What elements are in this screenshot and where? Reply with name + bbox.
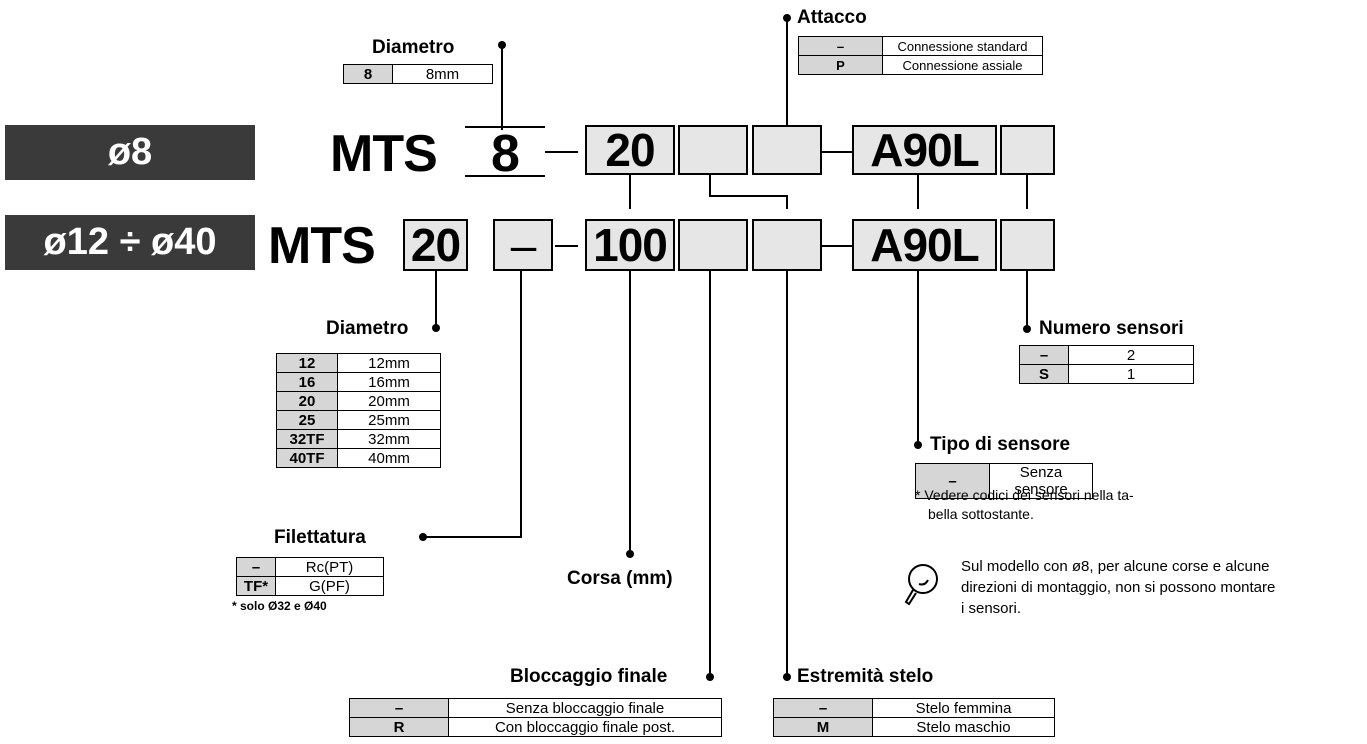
- badge-phi8: ø8: [5, 125, 255, 180]
- filettatura-table: –Rc(PT) TF*G(PF): [236, 557, 384, 596]
- diametro-title: Diametro: [326, 318, 409, 339]
- row2-switch-box: A90L: [852, 219, 997, 271]
- row1-model-prefix: MTS: [330, 125, 438, 183]
- corsa-title: Corsa (mm): [567, 568, 673, 589]
- row2-diameter-box: 20: [403, 219, 468, 271]
- row1-stroke-box: 20: [585, 125, 675, 175]
- filettatura-note: * solo Ø32 e Ø40: [232, 599, 327, 613]
- row1-end-lock-box: [678, 125, 748, 175]
- tipo-sensore-note-1: * Vedere codici dei sensori nella ta-: [915, 487, 1134, 503]
- tipo-sensore-title: Tipo di sensore: [930, 434, 1071, 455]
- hint-line-2: direzioni di montaggio, non si possono m…: [961, 579, 1276, 596]
- hint-line-1: Sul modello con ø8, per alcune corse e a…: [961, 558, 1270, 575]
- row2-sensor-count-box: [1000, 219, 1055, 271]
- tipo-sensore-dot: [914, 441, 922, 449]
- bloccaggio-title: Bloccaggio finale: [510, 666, 668, 687]
- diametro-dot: [432, 324, 440, 332]
- table-row: –Rc(PT): [236, 557, 384, 577]
- numero-sensori-dot: [1023, 325, 1031, 333]
- tipo-sensore-table: –Senza sensore: [915, 463, 1093, 499]
- row1-diameter-code: 8: [465, 126, 545, 180]
- bloccaggio-dot: [706, 673, 714, 681]
- filettatura-title: Filettatura: [274, 527, 366, 548]
- row1-sensor-count-box: [1000, 125, 1055, 175]
- table-row: –Connessione standard: [798, 36, 1043, 56]
- table-row: –Stelo femmina: [773, 698, 1055, 718]
- row2-stroke-box: 100: [585, 219, 675, 271]
- row1-port-box: [752, 125, 822, 175]
- table-row: TF*G(PF): [236, 576, 384, 596]
- estremita-title: Estremità stelo: [797, 666, 934, 687]
- diametro8-dot: [498, 41, 506, 49]
- diametro8-title: Diametro: [372, 37, 455, 58]
- table-row: –Senza sensore: [915, 463, 1093, 499]
- hint-line-3: i sensori.: [961, 600, 1022, 617]
- table-row: –2: [1019, 345, 1194, 365]
- row1-switch-box: A90L: [852, 125, 997, 175]
- badge-phi12-40: ø12 ÷ ø40: [5, 215, 255, 270]
- row2-end-lock-box: [678, 219, 748, 271]
- row2-model-prefix: MTS: [268, 217, 376, 275]
- magnifier-icon: [904, 564, 938, 606]
- attacco-title: Attacco: [797, 7, 867, 28]
- table-row: –Senza bloccaggio finale: [349, 698, 722, 718]
- row2-thread-box: –: [493, 219, 553, 271]
- tipo-sensore-note-2: bella sottostante.: [928, 506, 1034, 522]
- estremita-dot: [783, 673, 791, 681]
- filettatura-dot: [419, 533, 427, 541]
- attacco-dot: [783, 14, 791, 22]
- row2-rod-end-box: [752, 219, 822, 271]
- numero-sensori-title: Numero sensori: [1039, 318, 1184, 339]
- corsa-dot: [626, 550, 634, 558]
